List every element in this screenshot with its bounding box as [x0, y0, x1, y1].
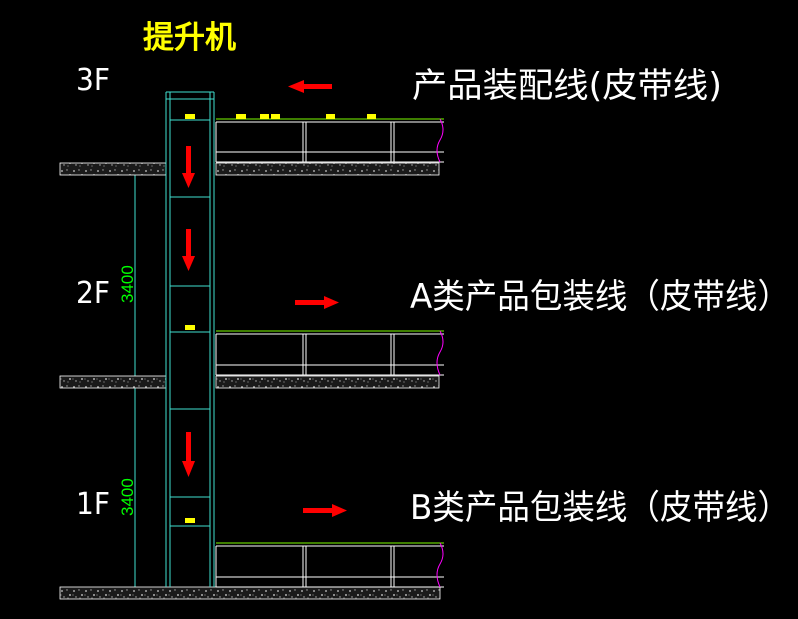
- arrow-down-3-icon: [182, 432, 195, 477]
- cargo-box: [326, 114, 335, 119]
- dimension-label-lower: 3400: [118, 478, 137, 516]
- cargo-box: [185, 325, 195, 330]
- cargo-box: [185, 114, 195, 119]
- dimension-label-upper: 3400: [118, 265, 137, 303]
- arrow-right-2f-icon: [295, 296, 339, 309]
- cargo-box: [185, 518, 195, 523]
- arrow-left-3f-icon: [288, 80, 332, 93]
- cargo-box: [271, 114, 280, 119]
- diagram-title: 提升机: [143, 20, 236, 56]
- cargo-box: [260, 114, 269, 119]
- conveyor-1f: [215, 542, 444, 588]
- line-label-2f: A类产品包装线（皮带线）: [410, 277, 790, 317]
- floor-label-3f: 3F: [76, 63, 110, 98]
- conveyor-3f: [215, 118, 444, 163]
- floor-slab-1f: [59, 586, 441, 600]
- cargo-box: [236, 114, 246, 119]
- conveyor-2f: [215, 330, 444, 376]
- line-label-1f: B类产品包装线（皮带线）: [410, 488, 790, 528]
- floor-slab-2f: [59, 375, 440, 389]
- line-label-3f: 产品装配线(皮带线): [412, 66, 722, 106]
- arrow-down-1-icon: [182, 146, 195, 188]
- floor-label-1f: 1F: [76, 487, 110, 522]
- floor-label-2f: 2F: [76, 276, 110, 311]
- arrow-down-2-icon: [182, 229, 195, 271]
- cargo-box: [367, 114, 376, 119]
- arrow-right-1f-icon: [303, 504, 347, 517]
- cargo-boxes: [185, 114, 376, 523]
- elevator-shaft: [165, 91, 215, 587]
- floor-slab-3f: [59, 162, 440, 176]
